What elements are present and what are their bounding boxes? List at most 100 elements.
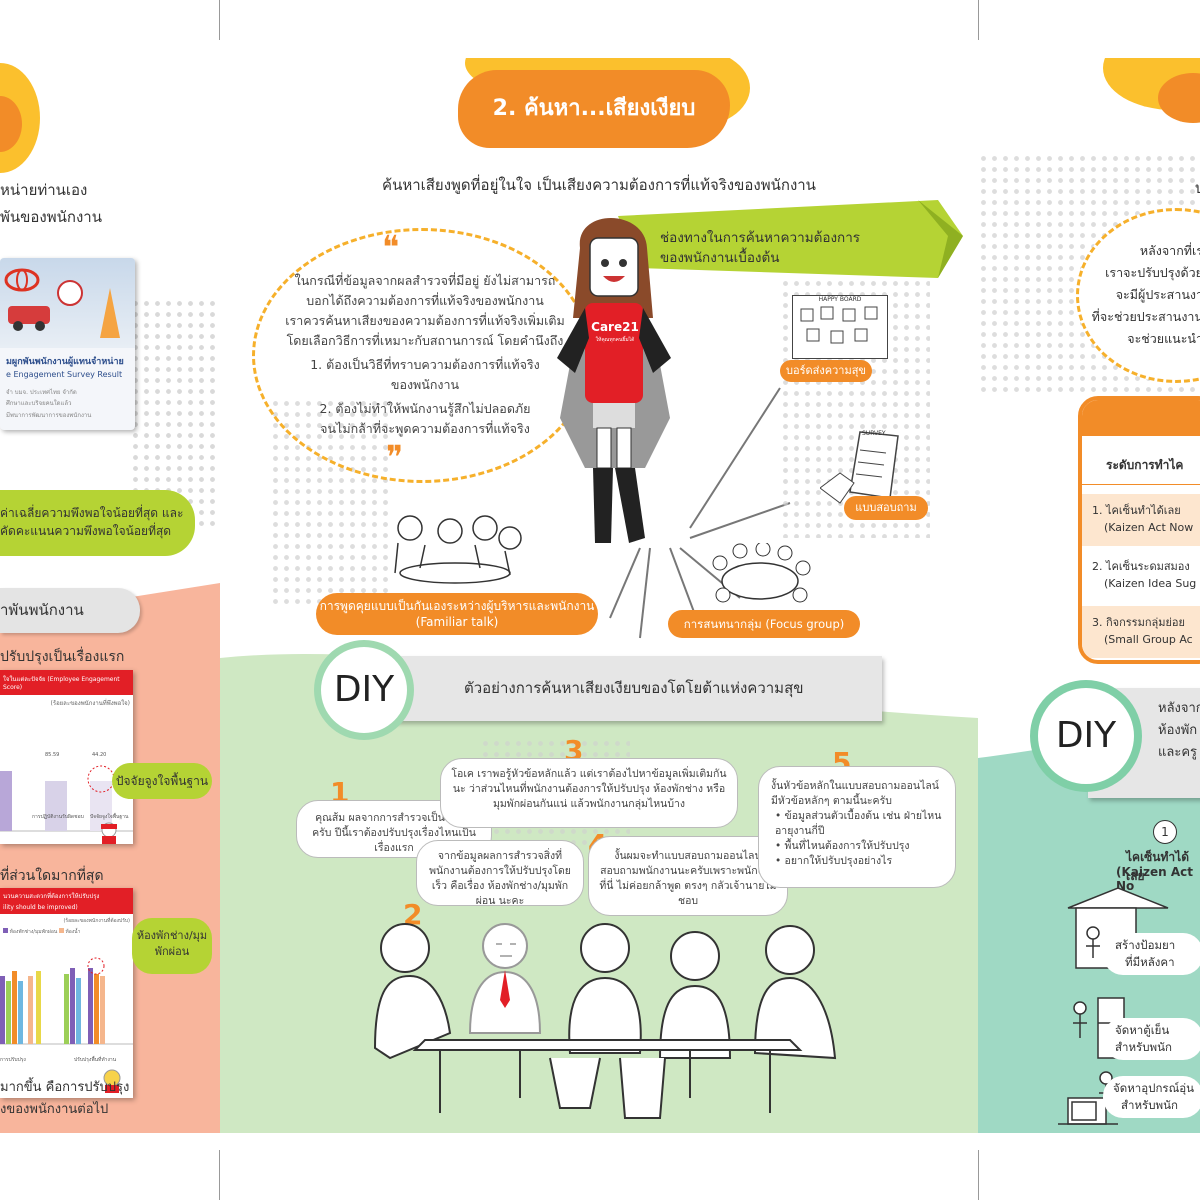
- channels-line: ของพนักงานเบื้องต้น: [660, 250, 780, 266]
- bullet-text: ข้อมูลส่วนตัวเบื้องต้น เช่น ฝ่ายไหน อายุ…: [775, 810, 942, 837]
- kaizen-item: จัดหาตู้เย็น สำหรับพนัก: [1103, 1018, 1200, 1060]
- speech-bubble: งั้นผมจะทำแบบสอบถามออนไลน์ สอบถามพนักงาน…: [588, 836, 788, 916]
- bullet-text: พื้นที่ไหนต้องการให้ปรับปรุง: [784, 840, 910, 852]
- quote-line: 1. ต้องเป็นวิธีที่ทราบความต้องการที่แท้จ…: [310, 357, 540, 372]
- crop-mark: [978, 0, 979, 40]
- step-number-badge: 1: [1153, 820, 1177, 844]
- diy-title: ตัวอย่างการค้นหาเสียงเงียบของโตโยต้าแห่ง…: [464, 679, 804, 697]
- caption-line: (Familiar talk): [415, 615, 499, 629]
- chart-header: ility should be improved): [0, 904, 133, 914]
- report-illustration: [0, 258, 135, 348]
- bar-category: ปรับปรุงพื้นที่ทำงาน: [74, 1057, 117, 1063]
- mascot-icon: [103, 1069, 121, 1093]
- bar-value: 85.59: [45, 752, 60, 758]
- item-line: จัดหาอุปกรณ์อุ่น: [1113, 1081, 1195, 1095]
- happy-board: HAPPY BOARD: [792, 295, 888, 359]
- speech-bubble-list: งั้นหัวข้อหลักในแบบสอบถามออนไลน์ มีหัวข้…: [758, 766, 956, 888]
- report-small-text: ศึกษาและบริจยคนใดแล้ว: [6, 400, 72, 407]
- row-line: 2. ไคเซ็นระดมสมอง: [1092, 560, 1190, 573]
- bullet-text: อยากให้ปรับปรุงอย่างไร: [784, 855, 893, 867]
- item-line: สำหรับพนัก: [1121, 1098, 1178, 1112]
- diy-line: ห้องพัก: [1158, 723, 1198, 738]
- title-banner: 2. ค้นหา...เสียงเงียบ: [458, 70, 730, 148]
- chart-subtitle: (ร้อยละของพนักงานที่ต้องปรับ): [63, 918, 130, 924]
- item-line: ที่มีหลังคา: [1125, 955, 1175, 969]
- step-number: 2: [403, 898, 423, 931]
- crop-mark: [978, 1150, 979, 1200]
- step-title: ไคเซ็นทำได้เลย: [1126, 850, 1189, 883]
- channels-line: ช่องทางในการค้นหาความต้องการ: [660, 230, 861, 246]
- row-line: (Small Group Ac: [1104, 633, 1193, 646]
- familiar-talk-illustration: [394, 515, 522, 584]
- chart-header: ใจในแต่ละปัจจัย (Employee Engagement Sco…: [0, 670, 133, 695]
- board-notes-icon: [800, 306, 878, 344]
- happy-board-label: HAPPY BOARD: [818, 296, 862, 303]
- quote-line: เราควรค้นหาเสียงของความต้องการที่แท้จริง…: [285, 313, 565, 328]
- row-line: (Kaizen Act Now: [1104, 521, 1194, 534]
- report-title: มผูกพันพนักงานผู้แทนจำหน่าย: [6, 357, 124, 367]
- kaizen-level-table: ระดับการทำไค 1. ไคเซ็นทำได้เลย (Kaizen A…: [1078, 396, 1200, 664]
- caption-line: การพูดคุยแบบเป็นกันเองระหว่างผู้บริหารแล…: [319, 599, 595, 613]
- shirt-brand: Care21: [591, 320, 639, 334]
- quote-line: 2. ต้องไม่ทำให้พนักงานรู้สึกไม่ปลอดภัย: [319, 401, 531, 416]
- quote-line: บอกได้ถึงความต้องการที่แท้จริงของพนักงาน: [306, 293, 544, 308]
- legend-entry: ห้องน้ำ: [65, 929, 81, 935]
- table-row: 1. ไคเซ็นทำได้เลย (Kaizen Act Now: [1082, 494, 1200, 546]
- kaizen-item: สร้างป้อมยา ที่มีหลังคา: [1103, 933, 1200, 975]
- right-paragraph: หลังจากที่เร เราจะปรับปรุงด้วย จะมีผู้ปร…: [1083, 240, 1200, 350]
- item-line: จัดหาตู้เย็น: [1115, 1023, 1170, 1037]
- left-panel: หน่ายท่านเอง พันของพนักงาน มผูกพันพนักงา…: [0, 58, 220, 1133]
- chart-bars: [0, 765, 133, 832]
- table-row: 3. กิจกรรมกลุ่มย่อย (Small Group Ac: [1082, 606, 1200, 658]
- left-footer-line: มากขึ้น คือการปรับปรุง: [0, 1080, 130, 1095]
- chart-heading: ปรับปรุงเป็นเรื่องแรก: [0, 649, 125, 665]
- diy-line: หลังจาก: [1158, 701, 1200, 716]
- left-footer-line: งของพนักงานต่อไป: [0, 1102, 109, 1117]
- meeting-illustration: [373, 923, 837, 1119]
- quote-line: โดยเลือกวิธีการที่เหมาะกับสถานการณ์ โดยค…: [286, 333, 564, 348]
- step-title: (Kaizen Act No: [1116, 865, 1193, 893]
- quote-close-icon: ❞: [386, 438, 404, 476]
- channels-banner: [618, 200, 963, 278]
- table-top-bar: [1082, 400, 1200, 436]
- speech-bubble: จากข้อมูลผลการสำรวจสิ่งที่พนักงานต้องการ…: [416, 840, 584, 907]
- banner-title: 2. ค้นหา...เสียงเงียบ: [492, 96, 696, 121]
- familiar-talk-caption: การพูดคุยแบบเป็นกันเองระหว่างผู้บริหารแล…: [316, 593, 598, 635]
- bubble-bullet: • อยากให้ปรับปรุงอย่างไร: [775, 855, 893, 867]
- diy-line: และครู: [1158, 745, 1198, 760]
- shirt-subtext: ให้คุณทุกคนยิ้มได้: [595, 337, 635, 343]
- bubble-bullet: • ข้อมูลส่วนตัวเบื้องต้น เช่น ฝ่ายไหน อา…: [775, 810, 942, 837]
- item-line: สร้างป้อมยา: [1115, 938, 1176, 952]
- callout-line: คัดคะแนนความพึงพอใจน้อยที่สุด: [0, 524, 172, 538]
- row-line: 1. ไคเซ็นทำได้เลย: [1092, 504, 1181, 517]
- report-small-text: มีพนาการพัฒนาการของพนักงาน: [6, 412, 92, 419]
- diy-text: หลังจาก ห้องพัก และครู: [1088, 688, 1200, 764]
- chart-bars: [0, 957, 133, 1045]
- item-line: สำหรับพนัก: [1115, 1040, 1172, 1054]
- quote-text: ในกรณีที่ข้อมูลจากผลสำรวจที่มีอยู่ ยังไม…: [275, 271, 575, 439]
- bubble-text: งั้นหัวข้อหลักในแบบสอบถามออนไลน์ มีหัวข้…: [771, 780, 939, 807]
- para-line: จะมีผู้ประสานงา: [1115, 287, 1200, 302]
- left-text-line: หน่ายท่านเอง: [0, 181, 88, 199]
- toyota-logo-icon: [4, 268, 120, 338]
- board-caption: บอร์ดส่งความสุข: [780, 360, 872, 382]
- chart-callout: ปัจจัยจูงใจพื้นฐาน: [112, 763, 212, 799]
- chart-subtitle: (ร้อยละของพนักงานที่พึงพอใจ): [50, 700, 131, 707]
- row-line: 3. กิจกรรมกลุ่มย่อย: [1092, 616, 1185, 629]
- channels-title: ช่องทางในการค้นหาความต้องการ ของพนักงานเ…: [660, 228, 860, 268]
- bar-category: การปฏิบัติงานรับผิดชอบ: [32, 814, 84, 820]
- green-callout: ค่าเฉลี่ยความพึงพอใจน้อยที่สุด และ คัดคะ…: [0, 490, 195, 556]
- para-line: จะช่วยแนะนำ: [1127, 331, 1200, 346]
- focus-group-illustration: [712, 543, 811, 603]
- diy-badge: DIY: [321, 647, 407, 733]
- quote-line: ในกรณีที่ข้อมูลจากผลสำรวจที่มีอยู่ ยังไม…: [294, 273, 556, 288]
- chart-header: นวนความสะดวกที่ต้องการให้ปรับปรุง: [0, 888, 133, 904]
- survey-label: SURVEY: [862, 430, 886, 437]
- speech-bubble: โอเค เราพอรู้หัวข้อหลักแล้ว แต่เราต้องไป…: [440, 758, 738, 828]
- focus-group-caption: การสนทนากลุ่ม (Focus group): [668, 610, 860, 638]
- right-text: บ: [1195, 179, 1200, 197]
- legend-entry: ห้องพักช่าง/มุมพักผ่อน: [9, 929, 58, 935]
- quote-open-icon: ❝: [382, 228, 400, 266]
- quote-line: ของพนักงาน: [390, 377, 460, 392]
- mascot-icon: [101, 822, 117, 844]
